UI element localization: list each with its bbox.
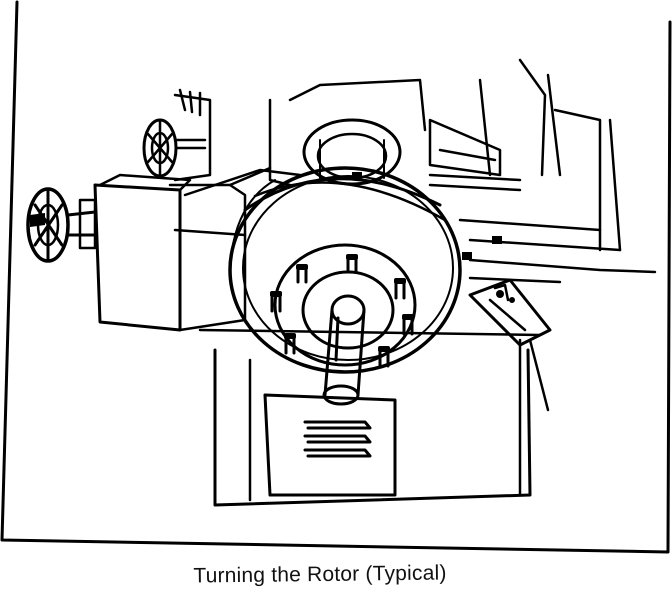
figure-caption: Turning the Rotor (Typical) bbox=[193, 561, 447, 588]
wheel-studs bbox=[270, 256, 414, 368]
brake-rotor bbox=[228, 166, 462, 374]
upper-handwheel bbox=[142, 88, 212, 182]
figure-border bbox=[0, 0, 672, 554]
background-column bbox=[518, 58, 622, 252]
lathe-base bbox=[213, 348, 532, 507]
door-slot bbox=[303, 448, 372, 458]
rotor-hub bbox=[273, 243, 417, 367]
tool-post bbox=[468, 278, 552, 347]
carriage-block bbox=[93, 183, 182, 332]
lower-handwheel bbox=[26, 187, 97, 263]
door-slot bbox=[303, 420, 372, 430]
access-door bbox=[263, 393, 397, 497]
arbor-shaft bbox=[322, 294, 366, 406]
door-slot bbox=[303, 434, 372, 444]
